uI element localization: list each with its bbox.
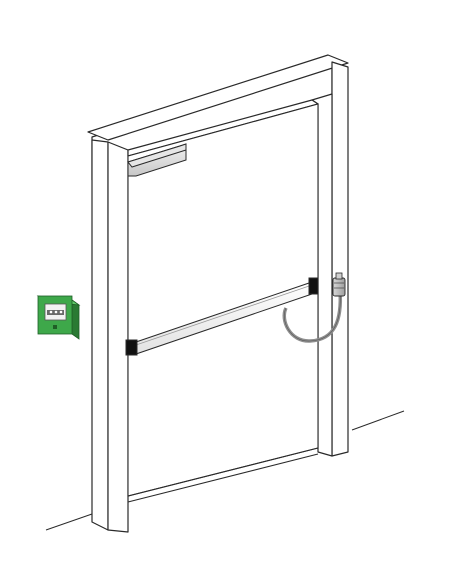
door-closer [127,143,187,177]
cable-loop-outline [284,289,341,342]
door-frame-right-jamb-front [331,61,349,457]
call-point-indicator-1 [49,310,53,314]
door-leaf-bottom-edge [127,447,319,497]
door-leaf [127,103,319,503]
door-frame-header-top [87,54,349,141]
connector-body [332,277,346,297]
door-frame-left-jamb-inner [107,141,129,533]
call-point-indicator-2 [54,310,58,314]
connector-plug [335,272,343,280]
floor-lines [45,410,405,531]
panic-bar-end-cap-left [125,339,138,356]
break-glass-call-point [36,295,81,340]
panic-bar [125,277,319,356]
door-frame [87,54,349,533]
call-point-key-slot [53,325,57,329]
panic-bar-highlight [135,284,313,346]
door-frame-left-jamb-front [91,139,109,531]
panic-bar-end-cap-right [308,277,319,295]
floor-line-right [351,410,405,431]
floor-line-left [45,513,93,531]
door-leaf-threshold [127,453,319,503]
door-closer-top [127,143,187,168]
call-point-side [71,299,80,340]
electric-strike-cable [282,272,346,343]
call-point-indicator-3 [59,310,63,314]
